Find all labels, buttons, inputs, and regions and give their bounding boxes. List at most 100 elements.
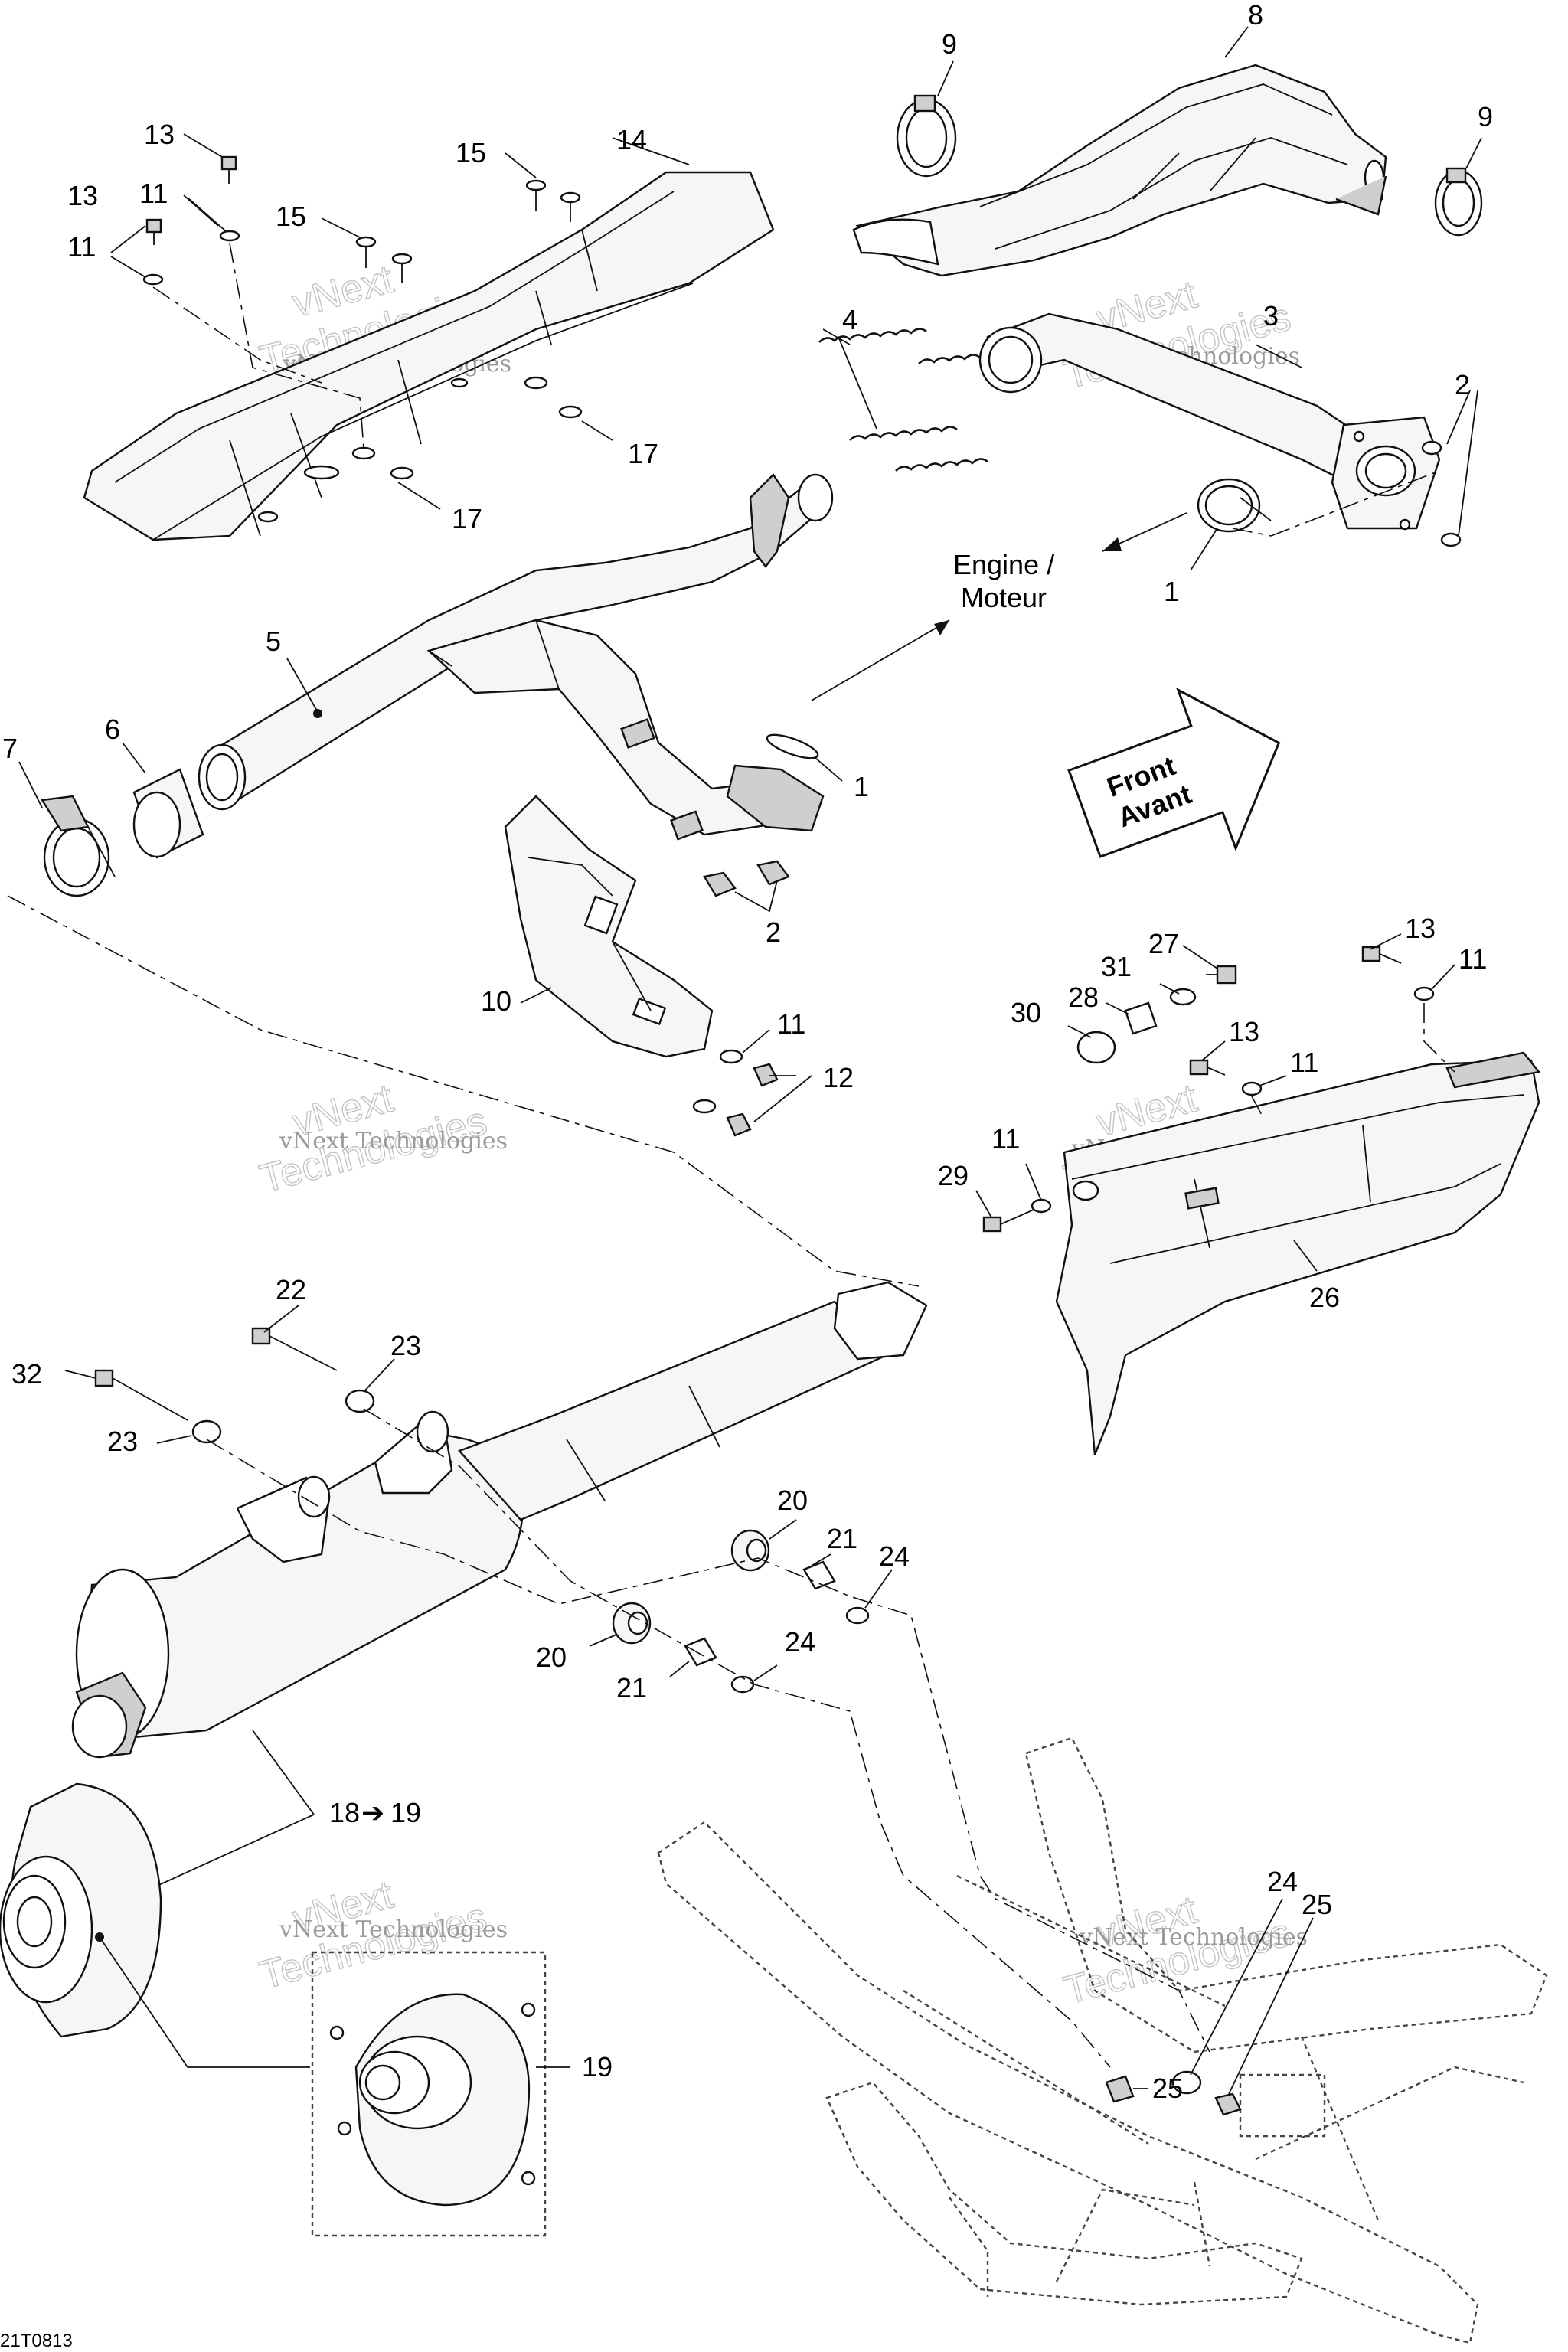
leader-2c (734, 880, 778, 913)
watermark-text-3: vNext Technologies (279, 1128, 508, 1155)
callout-21a: 21 (827, 1523, 858, 1554)
washer-11d-icon (692, 1099, 717, 1114)
callout-28: 28 (1068, 982, 1099, 1013)
front-direction-arrow: Front Avant (1067, 687, 1281, 858)
bolt-32-icon (94, 1369, 188, 1421)
callout-11b: 11 (67, 231, 96, 263)
callout-9a: 9 (942, 28, 957, 60)
callout-19: 19 (582, 2051, 612, 2082)
callout-32: 32 (11, 1358, 42, 1390)
heat-shield-upper (83, 171, 775, 541)
spacer-28-icon (1124, 1001, 1158, 1035)
callout-11a: 11 (139, 178, 168, 209)
nut-25a-icon (1214, 2092, 1242, 2116)
clamp-9b-icon (1434, 167, 1483, 237)
callout-11c: 11 (777, 1008, 805, 1040)
arrow-right-icon: ➔ (361, 1797, 384, 1828)
callout-9b: 9 (1478, 101, 1493, 132)
callout-13c: 13 (1405, 913, 1436, 944)
exhaust-shield-rear (852, 64, 1387, 277)
shield-leader-lines (110, 133, 690, 510)
frame-hardware (1105, 2070, 1242, 2116)
callout-20b: 20 (536, 1642, 567, 1673)
bolt-29-icon (982, 1209, 1034, 1233)
callout-18-19-to: 19 (390, 1797, 421, 1828)
gasket-1b-icon (766, 733, 819, 760)
assembly-path-1 (7, 895, 920, 1287)
exhaust-mid-pipe (198, 473, 834, 841)
muffler-hardware (94, 1327, 870, 1694)
callout-30: 30 (1011, 997, 1041, 1028)
bolt-13a-icon (220, 155, 237, 184)
nut-12a-icon (753, 1063, 779, 1087)
washer-23b-icon (191, 1419, 222, 1444)
callout-23a: 23 (390, 1330, 421, 1361)
leader-1a-b (1240, 497, 1272, 521)
grommet-20a-icon (730, 1529, 770, 1572)
washer-17c-icon (351, 446, 376, 460)
leader-9a (937, 60, 954, 96)
callout-3: 3 (1263, 300, 1279, 332)
leader-1a (1190, 528, 1218, 571)
muffler (71, 1281, 928, 1759)
leader-9b (1465, 137, 1482, 169)
leader-25a (1228, 1917, 1314, 2095)
callout-15a: 15 (456, 137, 486, 168)
bolt-13b-icon (145, 218, 162, 245)
callout-12: 12 (823, 1062, 854, 1093)
callout-10: 10 (481, 985, 511, 1017)
rivet-15b-icon (560, 191, 581, 222)
callout-26: 26 (1309, 1282, 1340, 1313)
callout-1a: 1 (1164, 576, 1179, 607)
vehicle-frame (657, 1736, 1548, 2344)
washer-24c-icon (1171, 2070, 1202, 2095)
callout-7: 7 (2, 733, 18, 764)
leader-6 (122, 742, 146, 774)
leader-12b (753, 1075, 812, 1122)
callout-6: 6 (105, 714, 120, 745)
watermark-text-6: vNext Technologies (1079, 1924, 1308, 1951)
washer-23a-icon (345, 1389, 375, 1413)
engine-label-line2: Moteur (961, 582, 1047, 613)
leader-1b (815, 757, 843, 782)
callout-18-19: 18 ➔ 19 (329, 1797, 421, 1828)
grommet-20b-icon (612, 1602, 652, 1645)
leader-2a (1446, 390, 1471, 445)
bolt-27-icon (1206, 965, 1237, 985)
bolt-13c-icon (1361, 946, 1402, 964)
nut-25b-icon (1105, 2075, 1135, 2103)
washer-11a-icon (219, 230, 240, 242)
callout-17b: 17 (452, 503, 482, 534)
washer-11f-icon (1241, 1081, 1263, 1096)
bolt-13d-icon (1189, 1059, 1226, 1076)
muffler-leaders (64, 1305, 1210, 2068)
callout-18: 18 (329, 1797, 360, 1828)
spacer-21a-icon (802, 1560, 836, 1590)
leader-8 (1224, 26, 1249, 58)
shield-26-leaders (975, 933, 1455, 1218)
heat-shield-muffler (1055, 1051, 1541, 1455)
clamp-9a-icon (896, 94, 957, 178)
washer-24a-icon (845, 1606, 870, 1625)
callout-23b: 23 (107, 1426, 138, 1457)
leader-3 (1255, 344, 1302, 368)
callout-31: 31 (1101, 951, 1132, 982)
callout-labels: 13 13 11 11 15 15 14 17 17 9 8 9 4 3 2 1… (0, 0, 1493, 2351)
engine-arrow-line-2 (811, 619, 950, 701)
callout-1b: 1 (854, 771, 869, 802)
rivet-15c-icon (355, 236, 377, 268)
leader-2b (1458, 390, 1478, 537)
callout-13b: 13 (67, 180, 98, 211)
leader-11c (742, 1029, 770, 1054)
callout-21b: 21 (616, 1672, 647, 1704)
washer-11g-icon (1031, 1198, 1052, 1214)
leader-10 (520, 987, 552, 1004)
engine-label-line1: Engine / (953, 549, 1054, 580)
engine-arrow-head-2 (934, 620, 949, 635)
heat-shield-lower (504, 795, 714, 1058)
watermark-text-5: vNext Technologies (279, 1916, 508, 1943)
callout-20a: 20 (777, 1485, 808, 1516)
end-cap-inset (0, 1782, 310, 2068)
callout-15b: 15 (276, 201, 306, 232)
